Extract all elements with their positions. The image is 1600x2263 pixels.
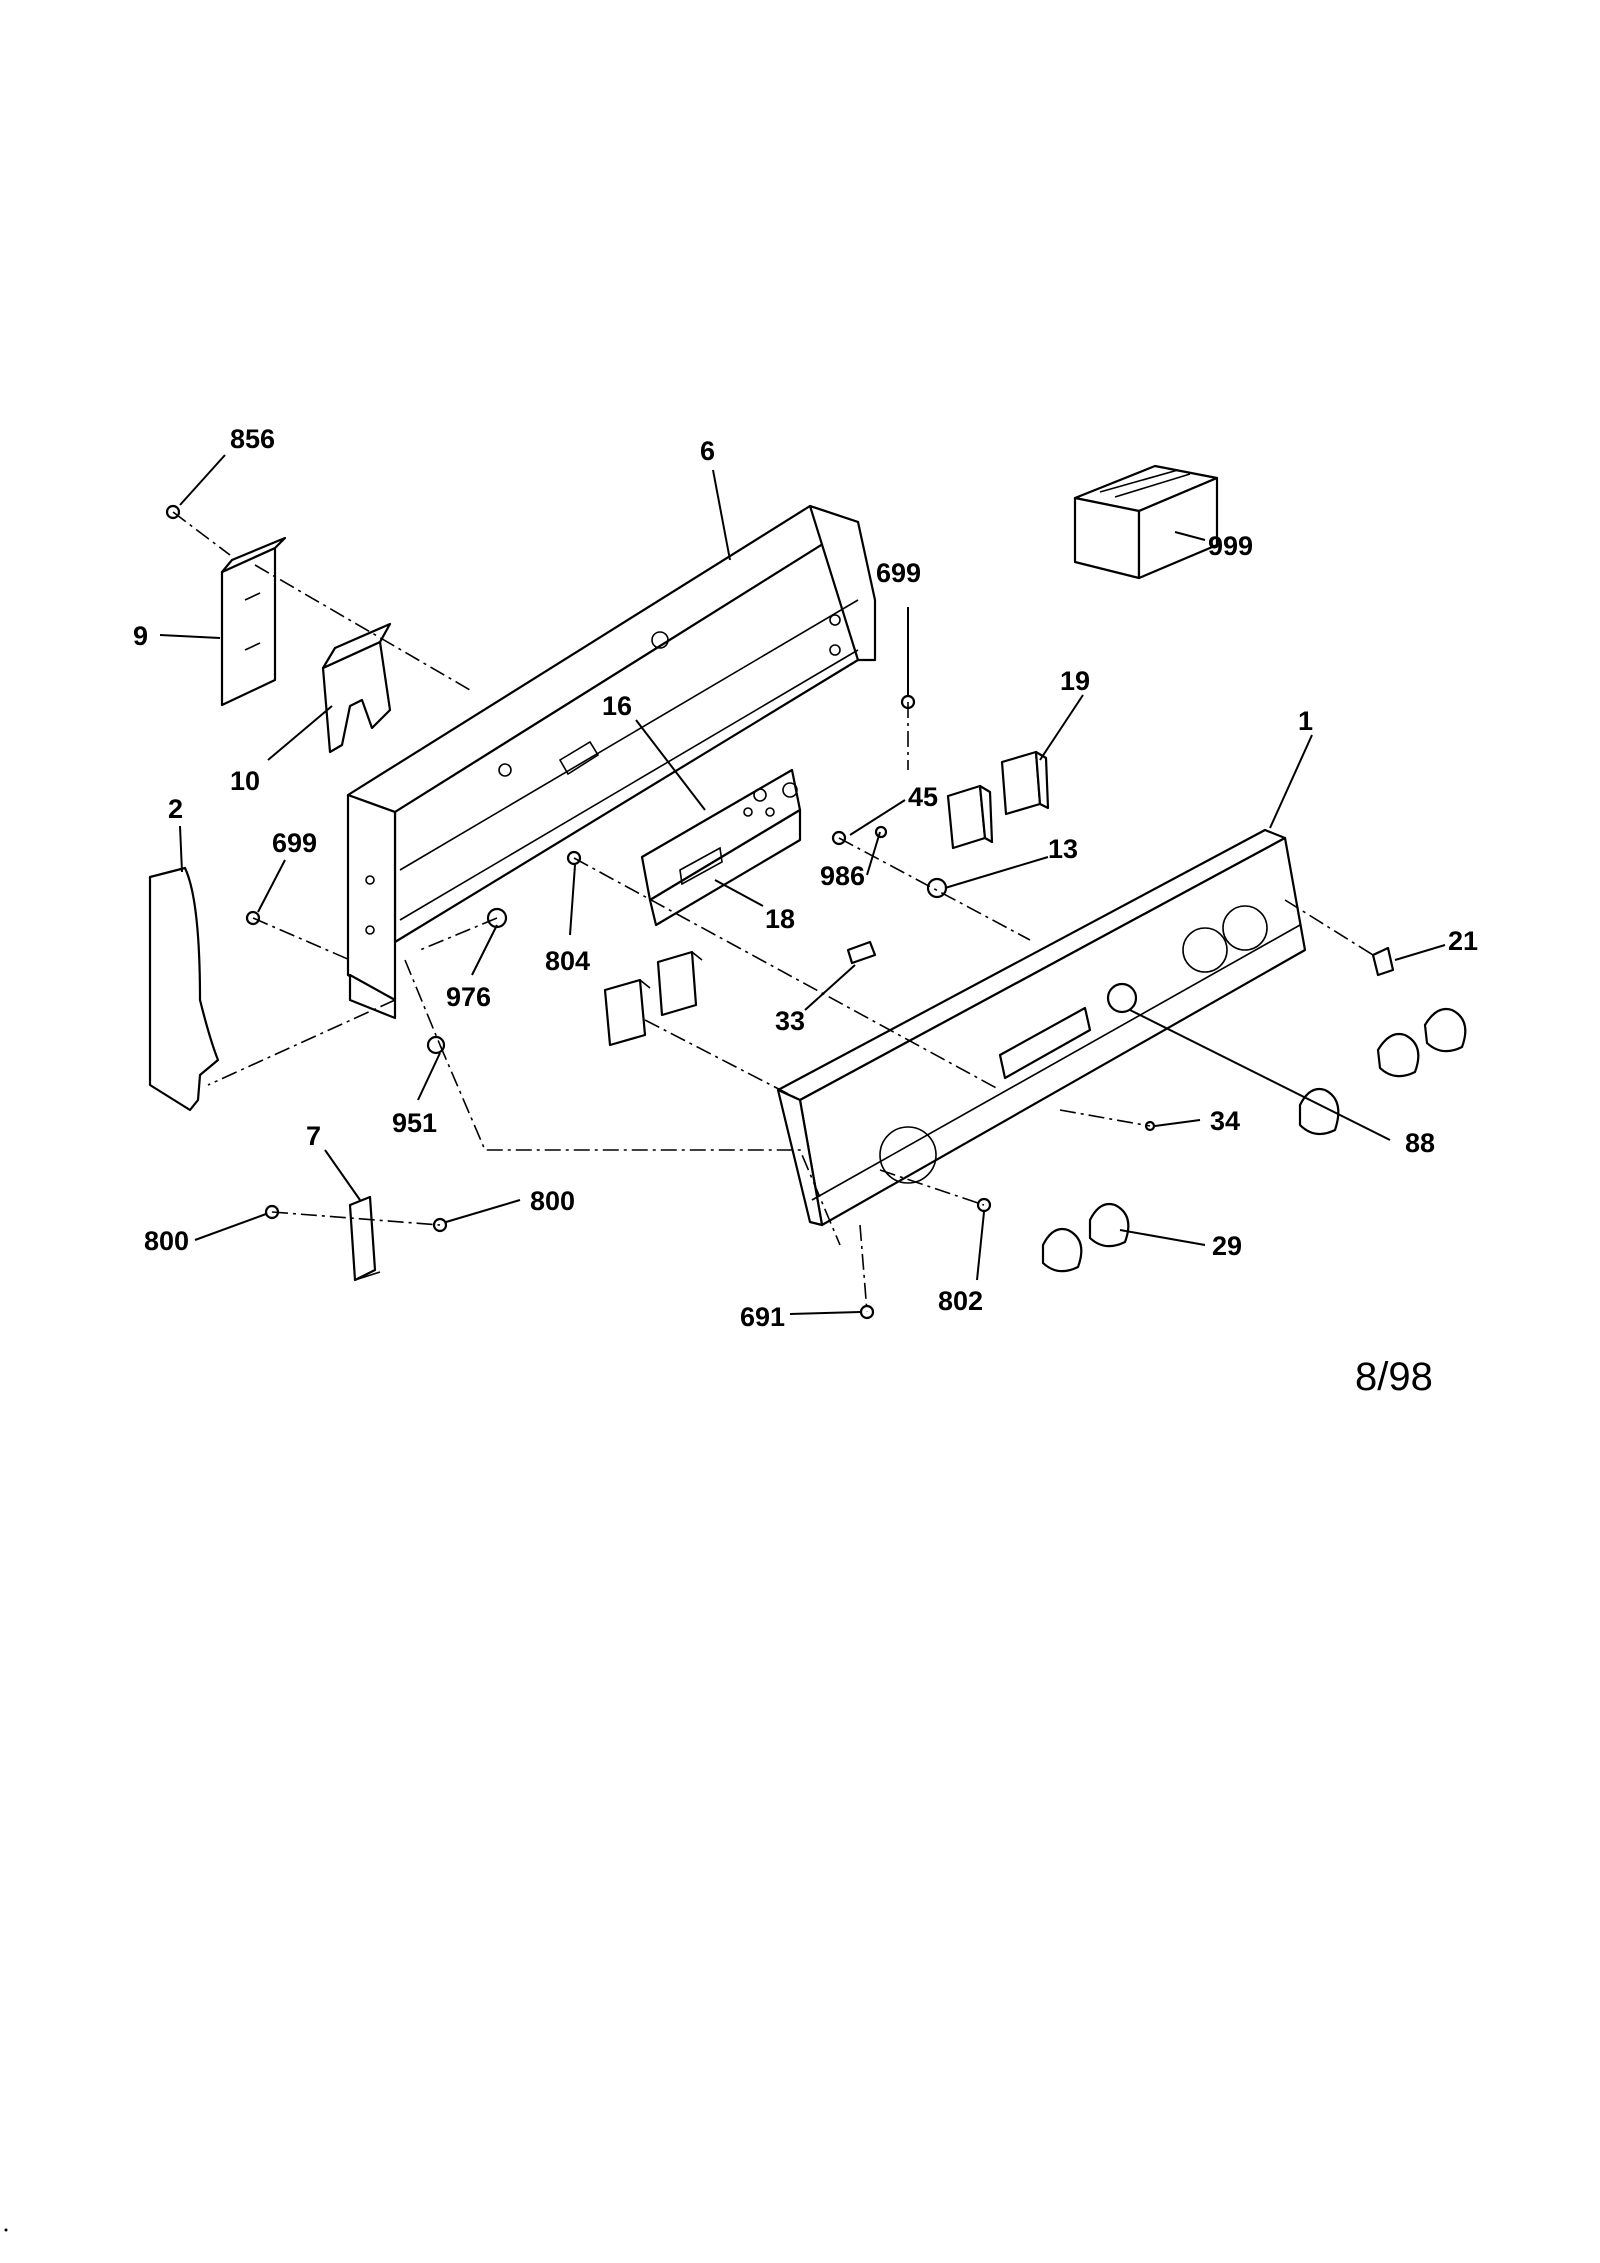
scan-dot [4, 2228, 8, 2232]
part-16-18-control-board [640, 768, 802, 927]
callout-800-left: 800 [144, 1226, 189, 1256]
callout-16: 16 [602, 691, 632, 721]
part-1-control-panel [776, 828, 1307, 1227]
date-code: 8/98 [1355, 1355, 1433, 1399]
leader-lines [159, 454, 1446, 1315]
callout-804: 804 [545, 946, 590, 976]
assembly-lines [172, 511, 1374, 1313]
callout-34: 34 [1210, 1106, 1240, 1136]
callout-18: 18 [765, 904, 795, 934]
callout-9: 9 [133, 621, 148, 651]
callout-labels: 856 6 999 699 9 19 16 1 10 45 2 699 13 9… [133, 424, 1478, 1332]
callout-856: 856 [230, 424, 275, 454]
knobs-88-29 [1041, 1007, 1467, 1273]
callout-21: 21 [1448, 926, 1478, 956]
part-7-bracket [348, 1195, 381, 1282]
callout-699-left: 699 [272, 828, 317, 858]
callout-999: 999 [1208, 531, 1253, 561]
callout-976: 976 [446, 982, 491, 1012]
callout-29: 29 [1212, 1231, 1242, 1261]
callout-951: 951 [392, 1108, 437, 1138]
callout-1: 1 [1298, 706, 1313, 736]
callout-986: 986 [820, 861, 865, 891]
callout-800-right: 800 [530, 1186, 575, 1216]
part-2-end-cap [148, 866, 220, 1112]
callout-2: 2 [168, 794, 183, 824]
part-9-side-bracket [220, 536, 287, 707]
callout-45: 45 [908, 782, 938, 812]
callout-6: 6 [700, 436, 715, 466]
part-10-bracket [321, 622, 392, 754]
callout-33: 33 [775, 1006, 805, 1036]
callout-88: 88 [1405, 1128, 1435, 1158]
callout-691: 691 [740, 1302, 785, 1332]
callout-13: 13 [1048, 834, 1078, 864]
callout-802: 802 [938, 1286, 983, 1316]
callout-699-top: 699 [876, 558, 921, 588]
part-999-box [1073, 464, 1219, 580]
part-lower-switch-pair [603, 950, 703, 1047]
callout-19: 19 [1060, 666, 1090, 696]
part-6-backguard-frame [346, 504, 877, 1020]
callout-10: 10 [230, 766, 260, 796]
callout-7: 7 [306, 1121, 321, 1151]
part-19-infinite-switches [946, 750, 1050, 850]
